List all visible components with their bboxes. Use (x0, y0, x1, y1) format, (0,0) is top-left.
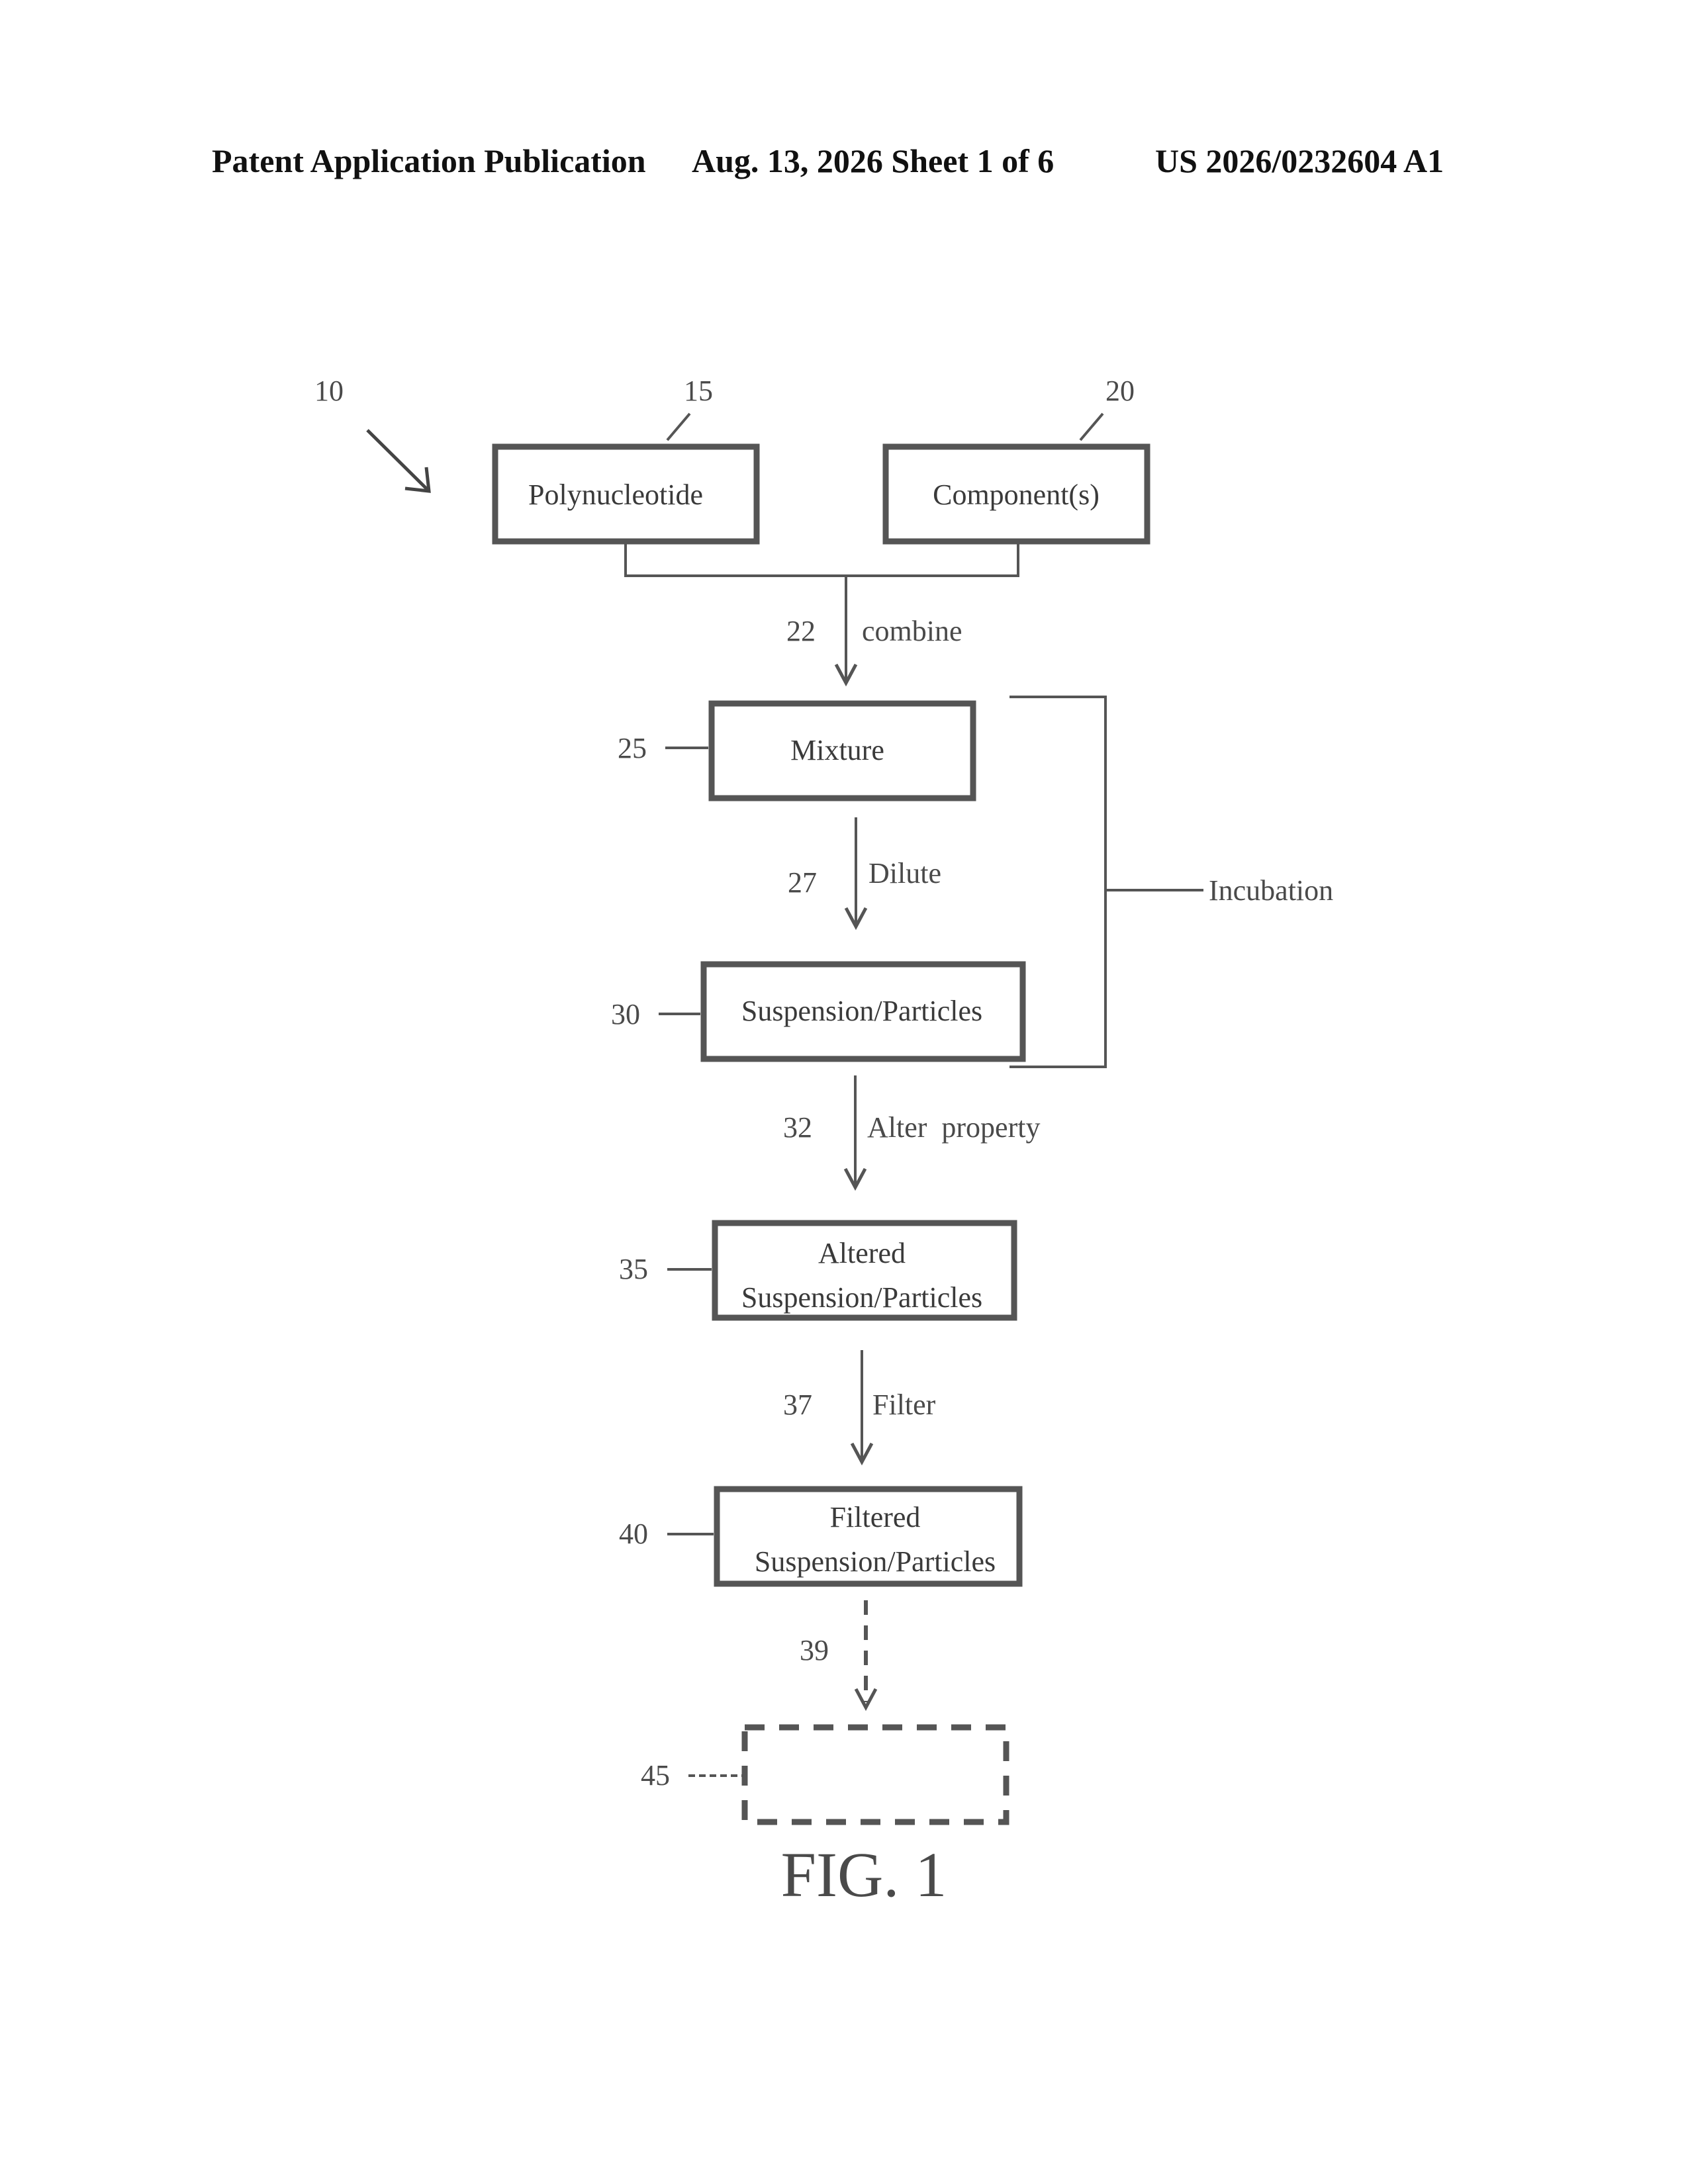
altered-suspension-label-line2: Suspension/Particles (741, 1281, 982, 1314)
filter-step-label: Filter (872, 1388, 936, 1421)
ref-37-label: 37 (783, 1388, 812, 1421)
ref-27-label: 27 (788, 866, 817, 899)
ref-32-label: 32 (783, 1111, 812, 1144)
ref-45-label: 45 (641, 1759, 670, 1792)
ref-35-label: 35 (619, 1253, 648, 1285)
ref-22-label: 22 (786, 615, 816, 647)
filtered-suspension-label-line2: Suspension/Particles (755, 1545, 996, 1578)
components-label: Component(s) (933, 478, 1100, 511)
combine-connector (626, 541, 1018, 683)
dilute-step-label: Dilute (868, 857, 941, 889)
combine-step-label: combine (862, 615, 962, 647)
mixture-label: Mixture (790, 734, 884, 766)
ref-25-label: 25 (618, 732, 647, 764)
figure-label: FIG. 1 (781, 1839, 947, 1910)
ref-10-label: 10 (314, 375, 344, 407)
optional-step-box (745, 1727, 1006, 1822)
altered-suspension-label-line1: Altered (818, 1237, 906, 1269)
alter-property-step-label: Alter property (867, 1111, 1040, 1144)
ref-30-label: 30 (611, 998, 640, 1030)
ref-10-arrow (367, 430, 429, 491)
filtered-suspension-label-line1: Filtered (830, 1501, 921, 1533)
alter-property-arrow (845, 1075, 865, 1187)
ref-15-leader (667, 414, 690, 440)
ref-39-label: 39 (800, 1634, 829, 1666)
suspension-label: Suspension/Particles (741, 995, 982, 1027)
ref-15-label: 15 (684, 375, 713, 407)
ref-20-leader (1080, 414, 1103, 440)
ref-40-label: 40 (619, 1518, 648, 1550)
dilute-arrow (846, 817, 866, 927)
ref-20-label: 20 (1105, 375, 1135, 407)
incubation-label: Incubation (1209, 874, 1333, 907)
filter-arrow (852, 1350, 872, 1462)
incubation-bracket (1009, 697, 1203, 1067)
optional-step-arrow (856, 1600, 876, 1707)
polynucleotide-label: Polynucleotide (528, 478, 703, 511)
